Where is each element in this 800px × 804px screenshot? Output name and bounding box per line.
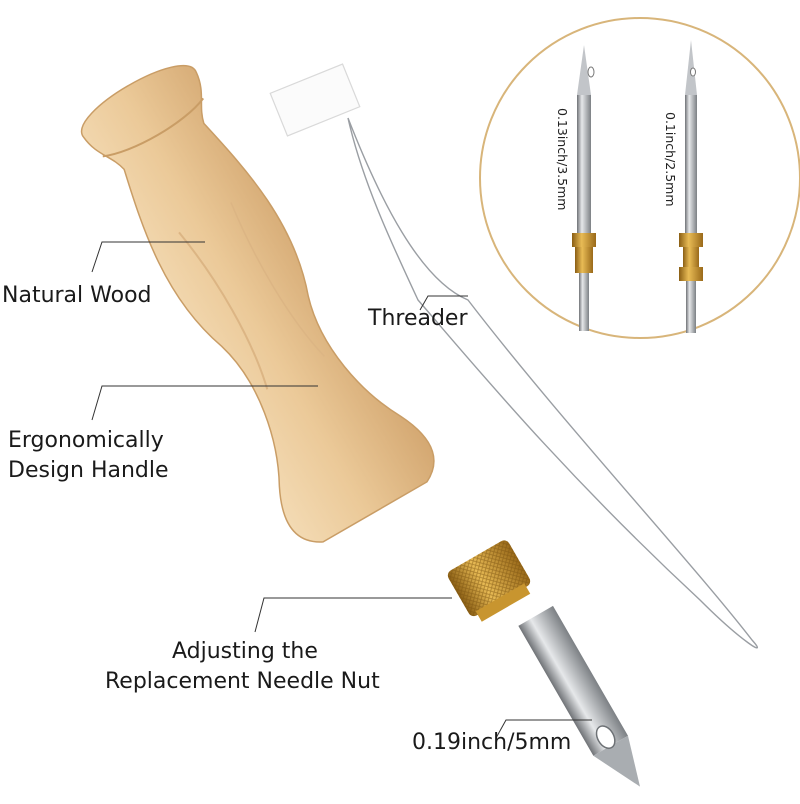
callout-line-needle bbox=[495, 719, 592, 739]
replacement-needle-3-5mm bbox=[572, 45, 596, 331]
callout-line-natural-wood bbox=[91, 241, 205, 273]
callout-line-nut bbox=[254, 597, 452, 633]
label-adjusting-line1: Adjusting the bbox=[172, 639, 318, 664]
threader-wire bbox=[347, 117, 758, 649]
label-threader: Threader bbox=[368, 306, 468, 331]
callout-line-threader bbox=[419, 295, 468, 311]
wooden-handle bbox=[80, 65, 435, 543]
inset-label-2-5mm: 0.1inch/2.5mm bbox=[663, 112, 678, 207]
threader-card bbox=[269, 63, 361, 137]
label-ergonomic-line2: Design Handle bbox=[8, 458, 169, 483]
inset-needles bbox=[479, 17, 800, 339]
brass-nut bbox=[447, 540, 531, 622]
main-needle bbox=[518, 605, 640, 787]
label-natural-wood: Natural Wood bbox=[2, 283, 152, 308]
inset-label-3-5mm: 0.13inch/3.5mm bbox=[555, 108, 570, 211]
label-adjusting-line2: Replacement Needle Nut bbox=[105, 669, 380, 694]
label-needle-size: 0.19inch/5mm bbox=[412, 730, 572, 755]
label-ergonomic-line1: Ergonomically bbox=[8, 428, 164, 453]
replacement-needle-2-5mm bbox=[679, 40, 703, 333]
callout-line-ergonomic bbox=[91, 385, 318, 421]
